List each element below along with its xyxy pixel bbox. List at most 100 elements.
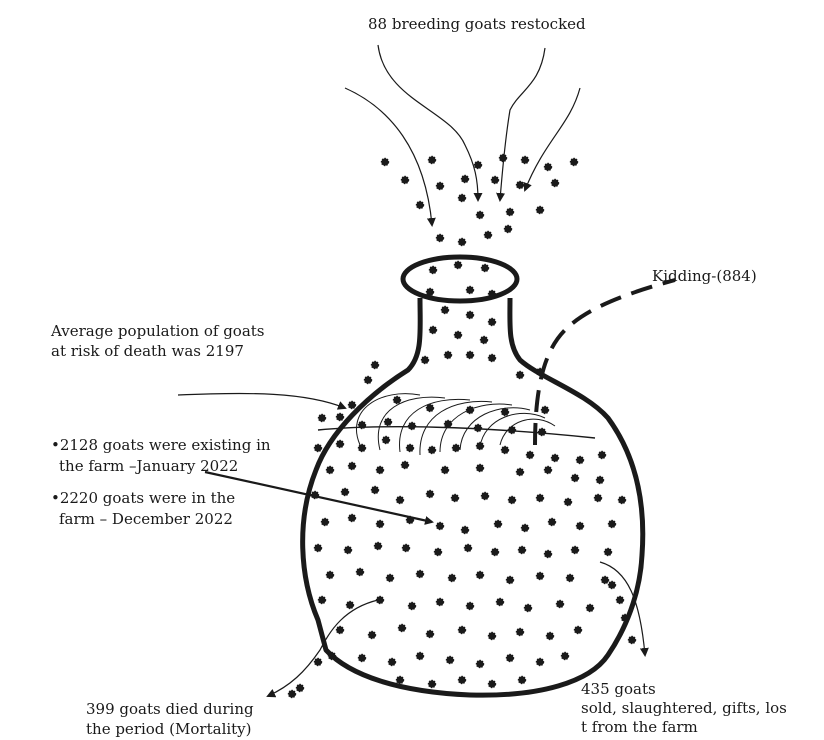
goat-dot <box>576 522 583 529</box>
goat-dot <box>571 474 578 481</box>
goat-dot <box>488 318 495 325</box>
goat-dot <box>466 311 473 318</box>
goat-dot <box>536 658 543 665</box>
goat-dot <box>481 264 488 271</box>
offtake-line: 435 goats <box>581 680 656 699</box>
goat-dot <box>484 231 491 238</box>
goat-dot <box>618 496 625 503</box>
goat-dot <box>336 413 343 420</box>
goat-dot <box>566 574 573 581</box>
goat-dot <box>314 658 321 665</box>
goat-dot <box>358 421 365 428</box>
goat-dot <box>396 496 403 503</box>
goat-dot <box>501 446 508 453</box>
goat-dot <box>436 598 443 605</box>
goat-dot <box>571 546 578 553</box>
goat-dot <box>454 261 461 268</box>
goat-dot <box>382 436 389 443</box>
goat-dot <box>461 175 468 182</box>
goat-dot <box>371 486 378 493</box>
average-population-line: at risk of death was 2197 <box>51 342 244 361</box>
goat-dot <box>436 182 443 189</box>
goat-dot <box>454 331 461 338</box>
goat-dot <box>491 548 498 555</box>
goat-dot <box>318 596 325 603</box>
goat-dot <box>604 548 611 555</box>
goat-dot <box>384 418 391 425</box>
goat-dot <box>466 351 473 358</box>
goat-dot <box>488 290 495 297</box>
goat-dot <box>401 461 408 468</box>
goat-dot <box>596 476 603 483</box>
goat-dot <box>348 401 355 408</box>
goat-dot <box>466 602 473 609</box>
goat-dot <box>356 568 363 575</box>
goat-dot <box>446 656 453 663</box>
goat-dot <box>536 206 543 213</box>
goat-dot <box>576 456 583 463</box>
goat-dot <box>570 158 577 165</box>
goat-dot <box>341 488 348 495</box>
goat-dot <box>464 544 471 551</box>
goat-dot <box>452 444 459 451</box>
goat-dot <box>421 356 428 363</box>
goat-dot <box>586 604 593 611</box>
goat-dot <box>461 526 468 533</box>
goat-dot <box>336 626 343 633</box>
goat-dot <box>428 156 435 163</box>
goat-dot <box>436 522 443 529</box>
goat-dot <box>536 368 543 375</box>
goat-dot <box>426 630 433 637</box>
goat-dot <box>506 208 513 215</box>
goat-dot <box>311 491 318 498</box>
goat-dot <box>488 632 495 639</box>
goat-dot <box>524 604 531 611</box>
goat-dot <box>388 658 395 665</box>
goat-dot <box>494 520 501 527</box>
goat-dot <box>474 161 481 168</box>
goat-dot <box>556 600 563 607</box>
goat-dot <box>458 626 465 633</box>
goat-dot <box>544 466 551 473</box>
goat-dot <box>518 546 525 553</box>
goat-dot <box>374 542 381 549</box>
goat-dot <box>441 466 448 473</box>
goat-dot <box>386 574 393 581</box>
goat-dot <box>458 194 465 201</box>
goat-dot <box>526 451 533 458</box>
goat-dot <box>621 614 628 621</box>
goat-dot <box>348 462 355 469</box>
goat-dot <box>393 396 400 403</box>
goat-dot <box>516 628 523 635</box>
goat-dot <box>458 238 465 245</box>
goat-dot <box>616 596 623 603</box>
december-count-line: farm – December 2022 <box>59 510 233 529</box>
goat-dot <box>434 548 441 555</box>
goat-dot <box>506 654 513 661</box>
goat-dot <box>288 690 295 697</box>
existing-january-line: the farm –January 2022 <box>59 457 238 476</box>
goat-dot <box>551 454 558 461</box>
goat-dot <box>326 571 333 578</box>
goat-dot <box>364 376 371 383</box>
goat-dot <box>551 179 558 186</box>
goat-dot <box>466 286 473 293</box>
goat-dot <box>429 326 436 333</box>
goat-dot <box>396 676 403 683</box>
goat-dot <box>368 631 375 638</box>
goat-dot <box>326 466 333 473</box>
goat-dot <box>444 420 451 427</box>
goat-dot <box>608 520 615 527</box>
restock-arrow <box>500 48 545 200</box>
goat-dot <box>314 444 321 451</box>
goat-dot <box>348 514 355 521</box>
goat-dot <box>426 288 433 295</box>
kidding-dashed-curve <box>535 280 675 445</box>
goat-dot <box>444 351 451 358</box>
goat-dot <box>521 156 528 163</box>
goat-dot <box>406 516 413 523</box>
goat-dot <box>544 163 551 170</box>
goat-dot <box>371 361 378 368</box>
